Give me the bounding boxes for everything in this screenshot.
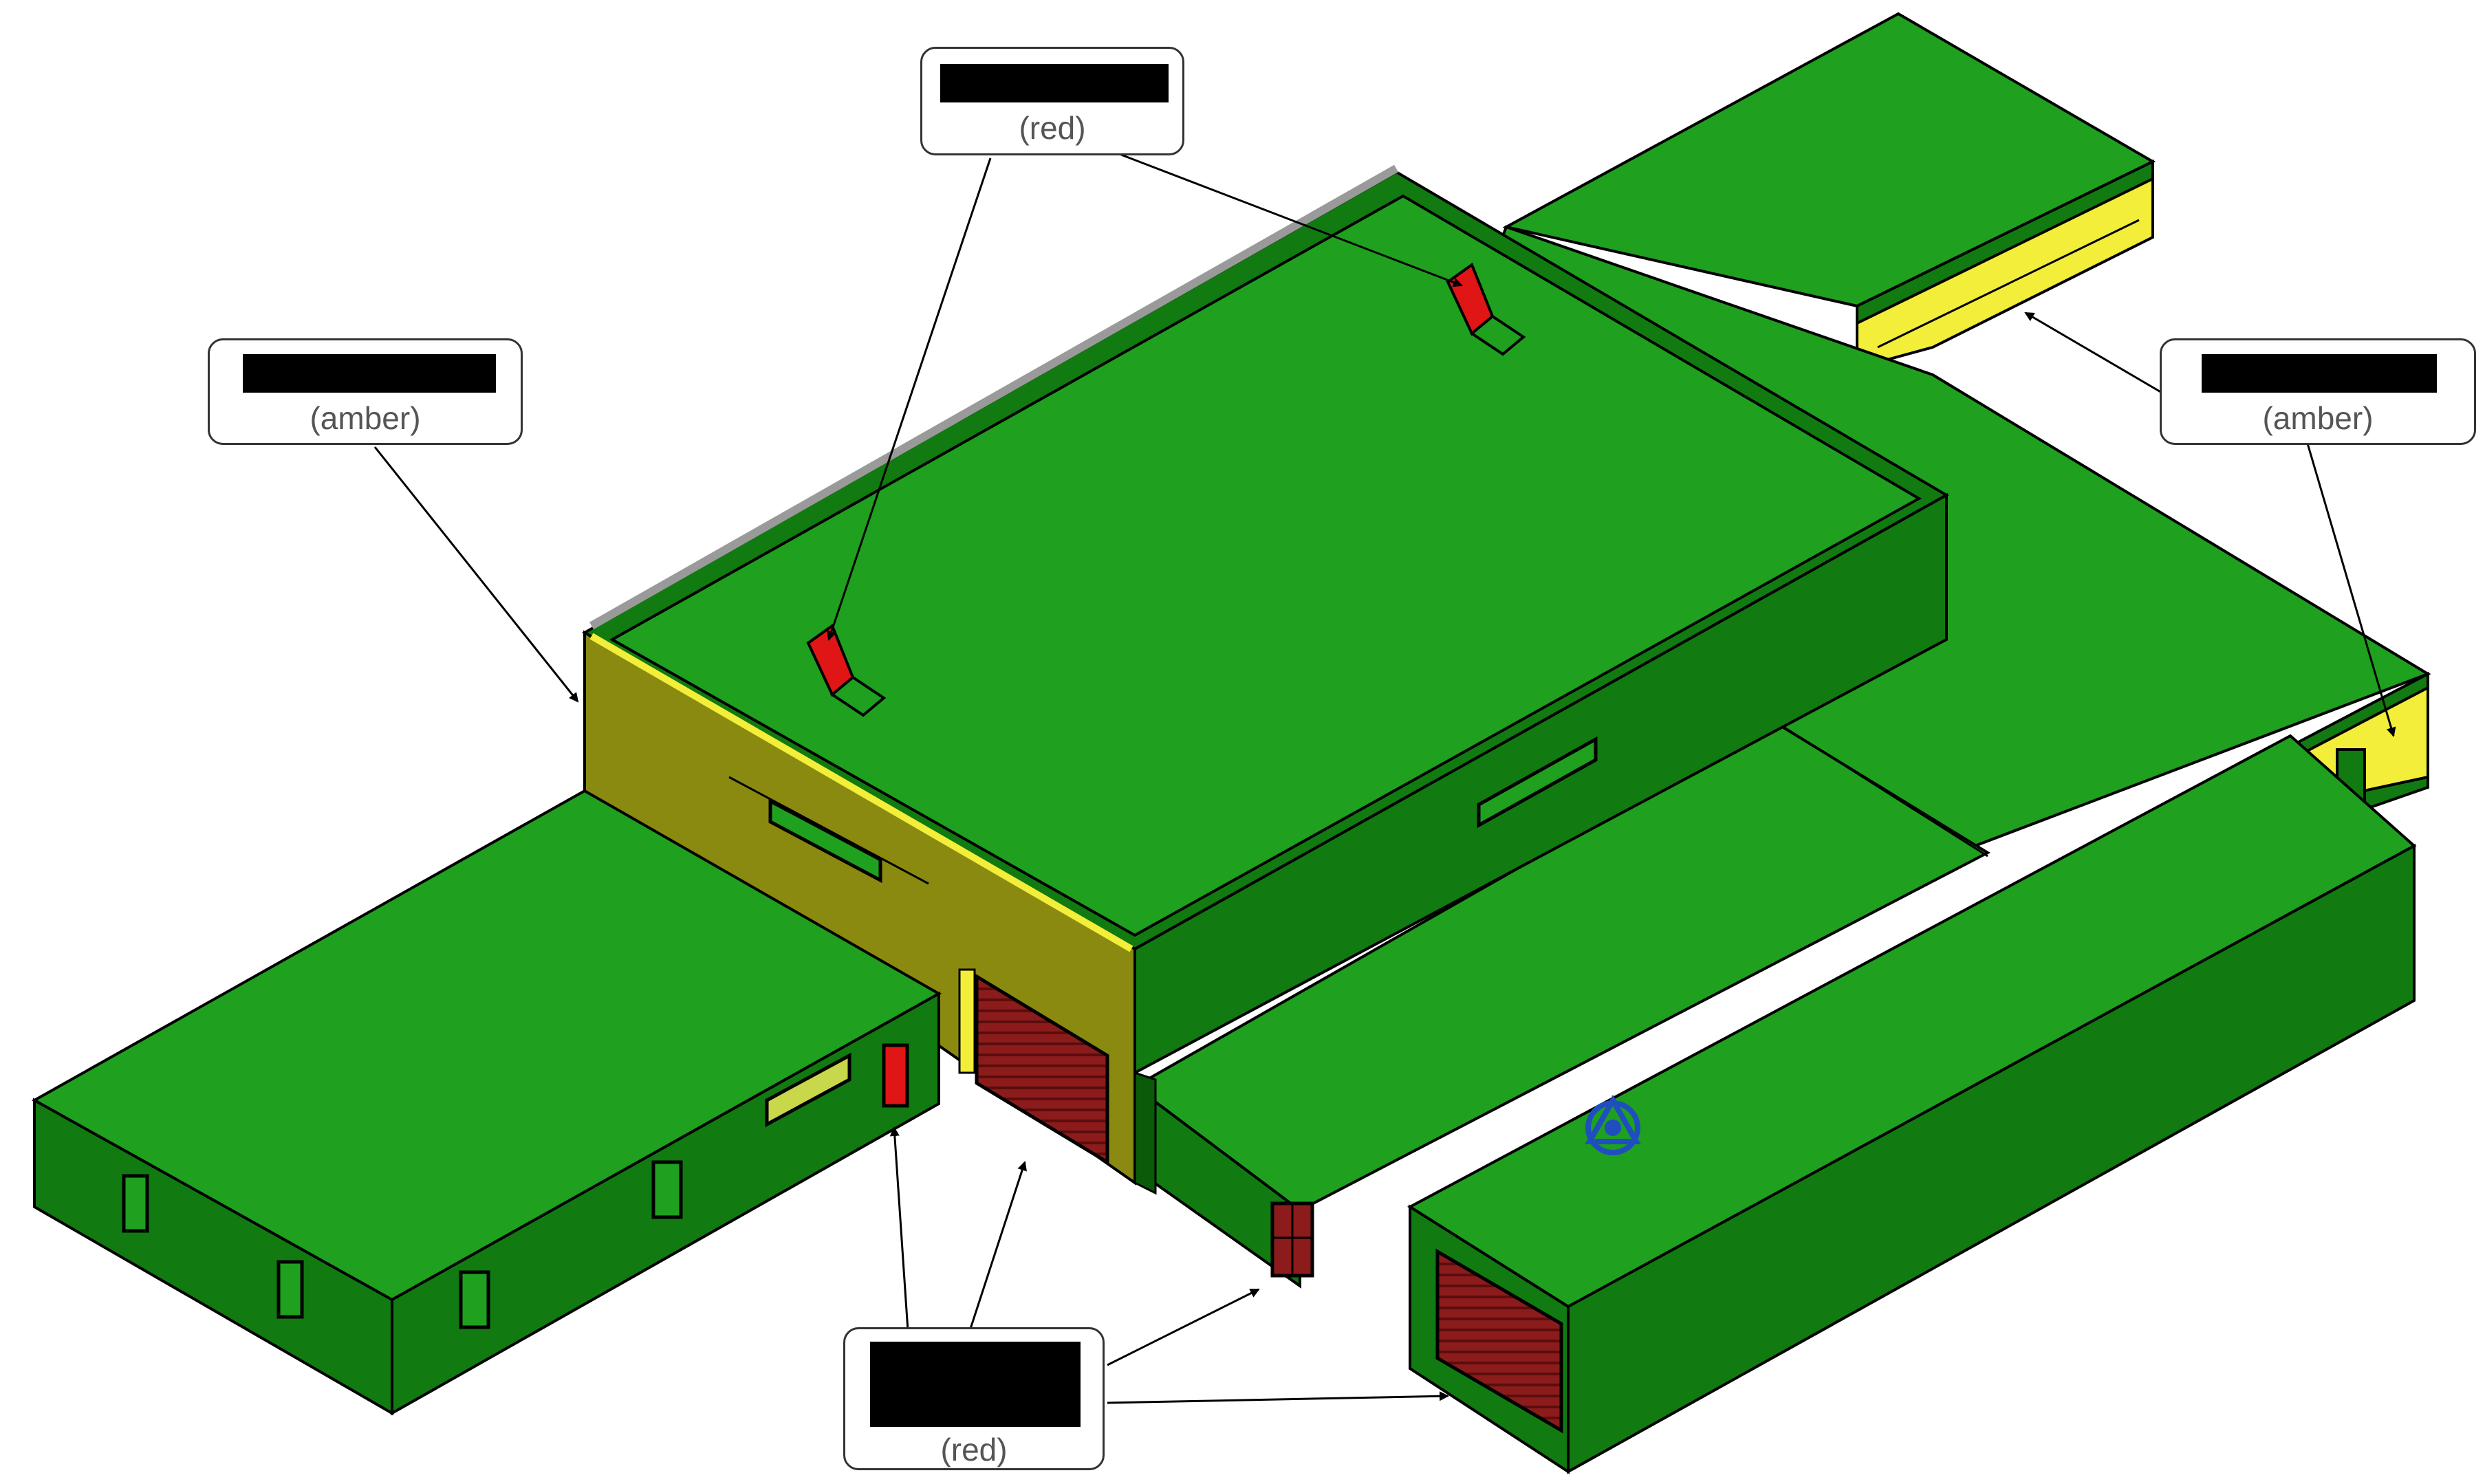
left-wing-window-2 [276,1260,304,1319]
roof-seam-line [1781,724,1988,858]
amber-door-jamb [958,968,976,1074]
left-wing-window-1 [122,1174,149,1233]
callout-left: (amber) [208,338,523,445]
front-block-south-wall [1567,843,2416,1474]
leader-right-to-upper-amber [2024,312,2167,397]
callout-status: (amber) [310,400,421,436]
leader-left-to-amber-wall [373,446,579,703]
main-shutter-door [975,973,1109,1166]
callout-bottom: (red) [843,1327,1105,1470]
redacted-label [243,354,496,393]
callout-status: (red) [1019,110,1086,146]
left-wing-red-door [882,1043,909,1108]
callout-status: (amber) [2262,400,2374,436]
clerestory-window-west [768,798,882,884]
left-wing-clerestory [765,1052,851,1128]
main-roof-gray-edge [589,164,1398,630]
callout-status: (red) [940,1432,1008,1467]
amber-wall-line [728,776,929,885]
leader-right-to-lower-amber [2306,443,2396,737]
amber-wall-top-edge [589,633,1133,952]
leader-bottom-to-front-shutter [1107,1391,1449,1404]
amber-wall-seam [1877,219,2140,349]
left-wing-window-3 [459,1270,490,1329]
leader-bottom-to-red-door [889,1126,909,1331]
left-wing-window-4 [651,1160,683,1219]
left-wing [31,789,942,1416]
leader-top-to-east-vent [1120,153,1463,287]
view-cube-icon[interactable] [1585,1094,1641,1155]
main-lower-east-wall [1133,1071,1157,1195]
callout-leaders [373,153,2396,1404]
callout-top: (red) [920,47,1184,155]
leader-top-to-west-vent [827,157,992,641]
clerestory-window-east [1477,736,1598,829]
front-block-shutter-door [1435,1248,1563,1434]
main-block [581,164,1950,1195]
redacted-label [2202,354,2437,393]
leader-bottom-to-mid-door [1107,1288,1260,1366]
callout-right: (amber) [2160,338,2476,445]
leader-bottom-to-shutter [968,1161,1027,1331]
front-block [1270,734,2417,1474]
roof-vent-red-west [806,623,887,717]
main-roof [609,194,1922,937]
redacted-label [940,64,1169,102]
middle-block [1132,720,1991,1289]
right-wing [1502,12,2156,371]
redacted-label [870,1342,1081,1427]
